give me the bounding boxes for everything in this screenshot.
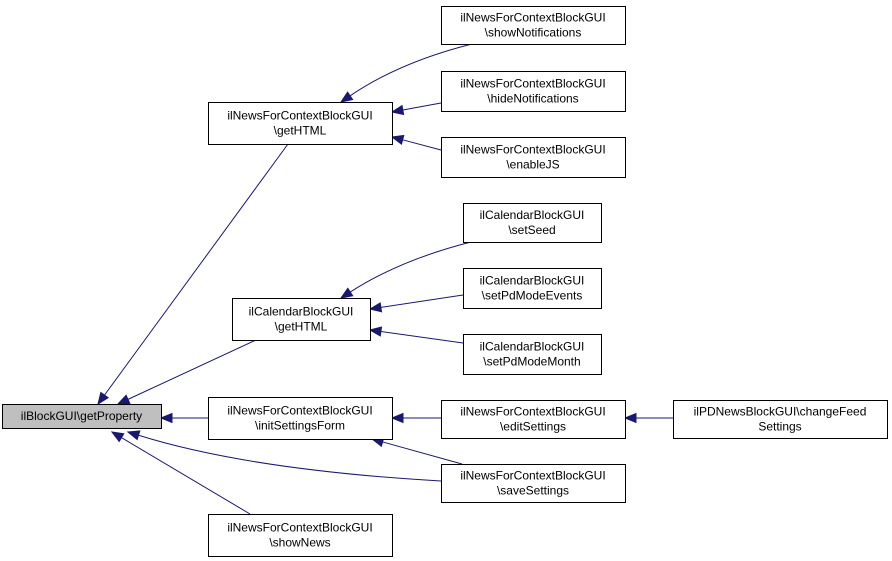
call-edge bbox=[110, 431, 251, 515]
arrowhead-icon bbox=[390, 134, 405, 146]
call-edge bbox=[623, 412, 673, 424]
node-news-hidenotif[interactable]: ilNewsForContextBlockGUI\hideNotificatio… bbox=[441, 71, 626, 112]
node-box bbox=[441, 464, 626, 503]
node-box bbox=[208, 102, 393, 145]
node-label: ilNewsForContextBlockGUI bbox=[460, 143, 605, 157]
arrowhead-icon bbox=[390, 104, 405, 116]
node-label: ilPDNewsBlockGUI\changeFeed bbox=[694, 405, 867, 419]
node-label: ilNewsForContextBlockGUI bbox=[227, 404, 372, 418]
node-label: ilNewsForContextBlockGUI bbox=[227, 109, 372, 123]
node-label: \enableJS bbox=[506, 158, 559, 172]
call-edge bbox=[390, 134, 442, 151]
node-box bbox=[441, 6, 626, 45]
edge-line bbox=[402, 102, 442, 111]
node-news-savesettings[interactable]: ilNewsForContextBlockGUI\saveSettings bbox=[441, 464, 626, 503]
arrowhead-icon bbox=[339, 91, 354, 103]
arrowhead-icon bbox=[110, 431, 125, 443]
node-box bbox=[232, 298, 371, 341]
node-label: ilNewsForContextBlockGUI bbox=[460, 469, 605, 483]
node-news-gethtml[interactable]: ilNewsForContextBlockGUI\getHTML bbox=[208, 102, 393, 145]
node-label: ilNewsForContextBlockGUI bbox=[460, 11, 605, 25]
edge-line bbox=[121, 437, 251, 515]
node-label: \showNews bbox=[269, 536, 330, 550]
node-label: ilNewsForContextBlockGUI bbox=[460, 77, 605, 91]
edge-line bbox=[127, 339, 257, 400]
node-box bbox=[441, 137, 626, 178]
node-label: \showNotifications bbox=[485, 26, 582, 40]
edge-line bbox=[382, 441, 463, 465]
node-label: \getHTML bbox=[275, 320, 328, 334]
call-edge bbox=[368, 294, 464, 313]
call-edge bbox=[339, 241, 472, 299]
call-edge bbox=[159, 412, 208, 424]
node-label: \setPdModeMonth bbox=[483, 355, 580, 369]
edge-line bbox=[349, 241, 472, 293]
arrowhead-icon bbox=[159, 412, 173, 424]
call-edge bbox=[126, 430, 442, 482]
node-box bbox=[463, 203, 602, 243]
node-label: ilCalendarBlockGUI bbox=[249, 305, 354, 319]
node-cal-setpdevents[interactable]: ilCalendarBlockGUI\setPdModeEvents bbox=[463, 268, 602, 309]
node-cal-setseed[interactable]: ilCalendarBlockGUI\setSeed bbox=[463, 203, 602, 243]
node-news-shownews[interactable]: ilNewsForContextBlockGUI\showNews bbox=[208, 514, 393, 557]
node-label: \saveSettings bbox=[497, 484, 569, 498]
arrowhead-icon bbox=[623, 412, 637, 424]
edge-line bbox=[104, 143, 289, 396]
node-news-initsettings[interactable]: ilNewsForContextBlockGUI\initSettingsFor… bbox=[208, 397, 393, 440]
edge-line bbox=[380, 294, 464, 308]
arrowhead-icon bbox=[126, 430, 141, 441]
node-box bbox=[463, 334, 602, 375]
node-news-shownotif[interactable]: ilNewsForContextBlockGUI\showNotificatio… bbox=[441, 6, 626, 45]
call-edge bbox=[97, 143, 289, 406]
node-box bbox=[208, 397, 393, 440]
call-nodes: ilBlockGUI\getProperty ilNewsForContextBl… bbox=[2, 6, 888, 557]
node-box bbox=[441, 71, 626, 112]
call-edge bbox=[339, 43, 473, 103]
call-edge bbox=[368, 326, 464, 344]
node-label: ilCalendarBlockGUI bbox=[480, 208, 585, 222]
node-label: Settings bbox=[758, 420, 801, 434]
node-label: \editSettings bbox=[500, 420, 566, 434]
node-box bbox=[463, 268, 602, 309]
edge-line bbox=[402, 139, 442, 151]
node-cal-setpdmonth[interactable]: ilCalendarBlockGUI\setPdModeMonth bbox=[463, 334, 602, 375]
node-label: ilNewsForContextBlockGUI bbox=[227, 521, 372, 535]
edge-line bbox=[380, 331, 464, 344]
node-label: ilNewsForContextBlockGUI bbox=[460, 405, 605, 419]
call-edges bbox=[97, 43, 673, 515]
edge-line bbox=[138, 434, 442, 482]
node-label: ilCalendarBlockGUI bbox=[480, 340, 585, 354]
node-label: \initSettingsForm bbox=[255, 419, 345, 433]
node-box bbox=[441, 400, 626, 439]
node-label: \getHTML bbox=[274, 124, 327, 138]
call-edge bbox=[116, 339, 257, 405]
node-label: \hideNotifications bbox=[487, 92, 578, 106]
node-news-enablejs[interactable]: ilNewsForContextBlockGUI\enableJS bbox=[441, 137, 626, 178]
node-news-editsettings[interactable]: ilNewsForContextBlockGUI\editSettings bbox=[441, 400, 626, 439]
node-label: \setPdModeEvents bbox=[482, 289, 583, 303]
node-box bbox=[673, 400, 888, 439]
call-edge bbox=[370, 437, 463, 465]
node-label: \setSeed bbox=[508, 223, 555, 237]
node-label: ilCalendarBlockGUI bbox=[480, 274, 585, 288]
arrowhead-icon bbox=[368, 302, 383, 313]
call-edge bbox=[390, 412, 441, 424]
edge-line bbox=[349, 43, 473, 97]
node-box bbox=[208, 514, 393, 557]
call-edge bbox=[390, 102, 442, 116]
node-box bbox=[2, 404, 162, 429]
arrowhead-icon bbox=[390, 412, 404, 424]
arrowhead-icon bbox=[116, 394, 131, 405]
node-root[interactable]: ilBlockGUI\getProperty bbox=[2, 404, 162, 429]
node-cal-gethtml[interactable]: ilCalendarBlockGUI\getHTML bbox=[232, 298, 371, 341]
arrowhead-icon bbox=[368, 326, 383, 337]
arrowhead-icon bbox=[97, 391, 110, 406]
arrowhead-icon bbox=[339, 287, 354, 299]
node-label: ilBlockGUI\getProperty bbox=[21, 409, 142, 423]
